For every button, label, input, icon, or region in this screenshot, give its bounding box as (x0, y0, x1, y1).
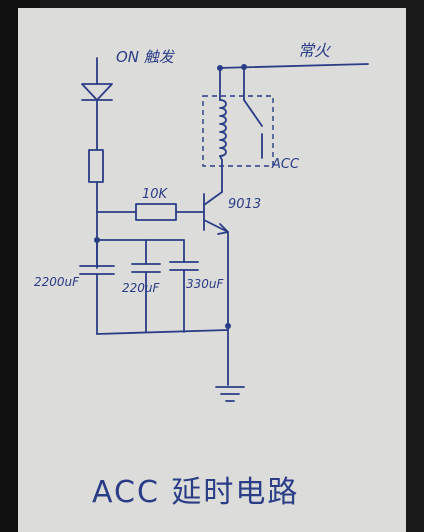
relay-dashed-box (202, 95, 274, 167)
capacitor-c2 (131, 239, 161, 333)
relay-coil (219, 99, 227, 157)
fuse-symbol (88, 149, 104, 183)
label-cap2: 220uF (122, 281, 161, 295)
live-wire (217, 63, 369, 69)
diagram-title: ACC 延时电路 (92, 475, 299, 510)
capacitor-c3 (169, 239, 199, 333)
label-on-trigger: ON 触发 (116, 48, 176, 66)
label-acc: ACC (271, 157, 300, 172)
label-live-wire: 常火 (298, 41, 332, 60)
label-transistor: 9013 (228, 197, 261, 212)
junction-dot (225, 323, 231, 329)
capacitor-c1 (79, 239, 115, 335)
diode-symbol (81, 57, 113, 151)
ground-symbol (215, 386, 245, 402)
transistor-symbol (203, 159, 229, 235)
label-cap1: 2200uF (34, 275, 80, 289)
base-resistor (96, 203, 205, 221)
label-resistor: 10K (142, 187, 169, 202)
label-cap3: 330uF (186, 277, 225, 291)
relay-contact (243, 66, 263, 159)
ground-return-wire (96, 329, 229, 335)
